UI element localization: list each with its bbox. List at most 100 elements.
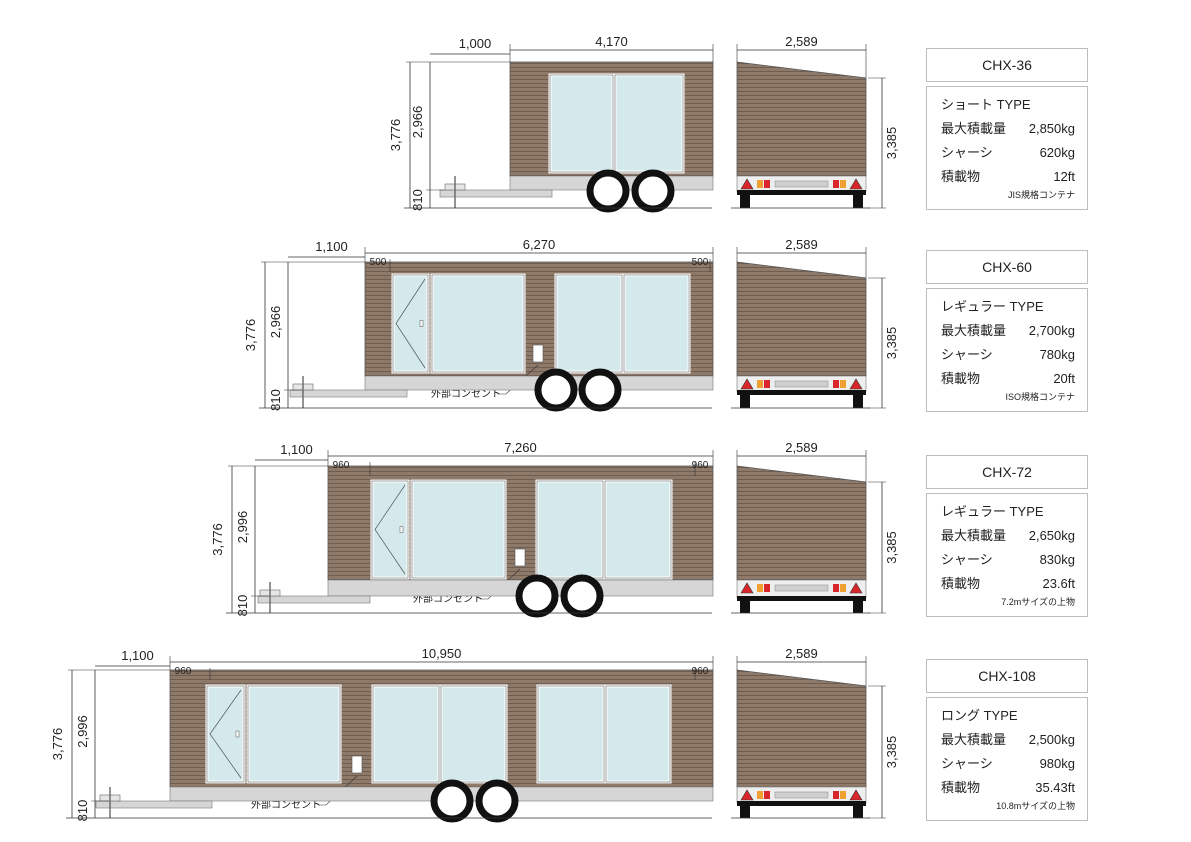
body-height-label: 2,996 [235,511,250,544]
spec-row: シャーシ 620kg [941,141,1075,165]
spec-label: シャーシ [941,756,993,771]
window [430,273,526,374]
reflector-right [849,789,863,801]
spec-row: シャーシ 980kg [941,752,1075,776]
outlet-box [351,755,363,774]
body-length-label: 7,260 [504,440,537,455]
reflector-right [849,178,863,190]
wheel [586,169,630,213]
outlet-leader [318,775,358,806]
spec-note: 7.2mサイズの上物 [1001,597,1075,607]
spec-value: 2,700kg [1028,323,1075,338]
overall-height-label: 3,776 [243,319,258,352]
tail-lamp [840,791,846,799]
end-height-label: 3,385 [884,736,899,769]
overall-height-label: 3,776 [388,119,403,152]
rear-wheel-right [853,392,863,408]
spec-value: 20ft [1053,371,1075,386]
door-handle [399,526,404,533]
reflector-left [740,582,754,594]
tail-lamp [764,791,770,799]
tail-lamp [833,180,839,188]
door-handle [235,730,240,738]
end-height-label: 3,385 [884,127,899,160]
model-type: ロング TYPE [941,708,1018,723]
tail-lamp [840,380,846,388]
end-height-label: 3,385 [884,327,899,360]
width-label: 2,589 [785,440,818,455]
spec-value: 980kg [1039,756,1075,771]
spec-row: シャーシ 780kg [941,343,1075,367]
spec-label: シャーシ [941,347,993,362]
overhang-rear-label: 960 [692,666,709,677]
overall-height-label: 3,776 [50,728,65,761]
body-length-label: 4,170 [595,34,628,49]
outlet-box [532,344,544,363]
spec-label: シャーシ [941,145,993,160]
tail-lamp [833,380,839,388]
door-swing-line [395,278,426,369]
width-label: 2,589 [785,237,818,252]
rear-wheel-right [853,598,863,613]
end-height-label: 3,385 [884,531,899,564]
tail-lamp [764,584,770,592]
tail-lamp [840,584,846,592]
outlet-box [514,548,526,567]
chassis-height-label: 810 [75,800,90,822]
rear-axle [737,190,866,195]
outlet-leader [498,364,539,395]
spec-value: 620kg [1039,145,1075,160]
drawbar [257,595,371,604]
chassis-height-label: 810 [410,189,425,211]
spec-value: 35.43ft [1035,780,1075,795]
window [548,73,615,174]
overhang-rear-label: 500 [692,257,709,268]
spec-value: 780kg [1039,347,1075,362]
body-height-label: 2,996 [75,715,90,748]
overall-height-label: 3,776 [210,523,225,556]
wheel [560,574,604,618]
body-length-label: 10,950 [422,646,462,661]
width-label: 2,589 [785,646,818,661]
window [536,684,606,784]
door-swing-line [209,689,242,779]
tail-lamp [757,180,763,188]
spec-label: 積載物 [941,576,981,591]
tail-lamp [833,584,839,592]
container-end-body [736,261,867,377]
spec-label: 最大積載量 [941,732,1007,747]
chassis-height-label: 810 [235,595,250,617]
wheel [475,779,519,823]
spec-note: JIS規格コンテナ [1007,190,1075,200]
body-length-label: 6,270 [523,237,556,252]
hitch-length-label: 1,100 [315,239,348,254]
tail-lamp [757,584,763,592]
rear-wheel-left [740,392,750,408]
hitch-length-label: 1,100 [121,648,154,663]
model-name: CHX-108 [926,659,1088,693]
model-name: CHX-60 [926,250,1088,284]
bumper [774,380,829,388]
hitch-length-label: 1,000 [459,36,492,51]
window [439,684,508,784]
overhang-rear-label: 960 [692,460,709,471]
reflector-left [740,178,754,190]
window [622,273,691,374]
spec-value: 12ft [1053,169,1075,184]
spec-value: 2,650kg [1028,528,1075,543]
rear-axle [737,596,866,601]
wheel [515,574,559,618]
hitch-length-label: 1,100 [280,442,313,457]
drawbar [95,800,213,809]
